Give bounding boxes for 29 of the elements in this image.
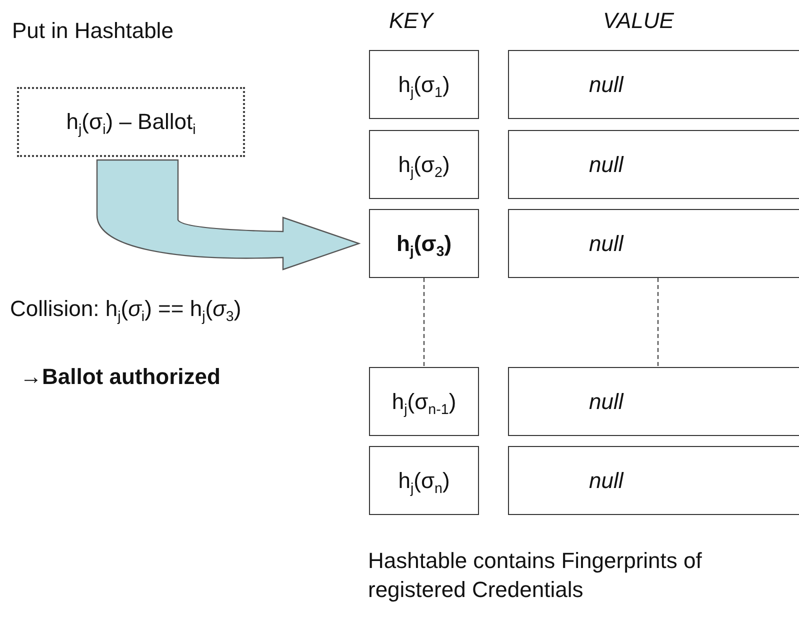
key-text: h$_{j}$(σ$_{1}$): [398, 72, 450, 98]
key-cell: [369, 446, 479, 515]
result-text: →Ballot authorized: [20, 364, 220, 390]
key-cell: [369, 130, 479, 199]
key-text: h$_{j}$(σ$_{n-1}$): [392, 388, 456, 414]
value-text: null: [589, 468, 624, 494]
value-text: null: [589, 72, 624, 98]
key-cell: [369, 209, 479, 278]
value-cell: [508, 130, 799, 199]
value-cell: [508, 50, 799, 119]
caption-text: Hashtable contains Fingerprints of registered Credentials: [368, 547, 703, 604]
value-cell: [508, 367, 799, 436]
key-text: h$_{j}$(σ$_{3}$): [396, 230, 452, 256]
note-text: Collision: h$_{j}$(σ$_{i}$) == h$_{j}$(σ$_{3}$): [10, 296, 242, 322]
block-arrow: [96, 159, 360, 270]
value-cell: [508, 209, 799, 278]
value-text: null: [589, 152, 624, 178]
key-text: h$_{j}$(σ$_{2}$): [398, 152, 450, 178]
key-text: h$_{j}$(σ$_{n}$): [398, 468, 450, 494]
heading-text: Put in Hashtable: [12, 18, 174, 44]
column-header: VALUE: [603, 8, 674, 34]
key-cell: [369, 50, 479, 119]
value-text: null: [589, 230, 624, 256]
value-cell: [508, 446, 799, 515]
key-cell: [369, 367, 479, 436]
entry-box: [17, 87, 245, 157]
value-text: null: [589, 388, 624, 414]
key-text: h$_{j}$(σ$_{i}$) – Ballot$_{i}$: [66, 109, 196, 135]
column-header: KEY: [389, 8, 434, 34]
